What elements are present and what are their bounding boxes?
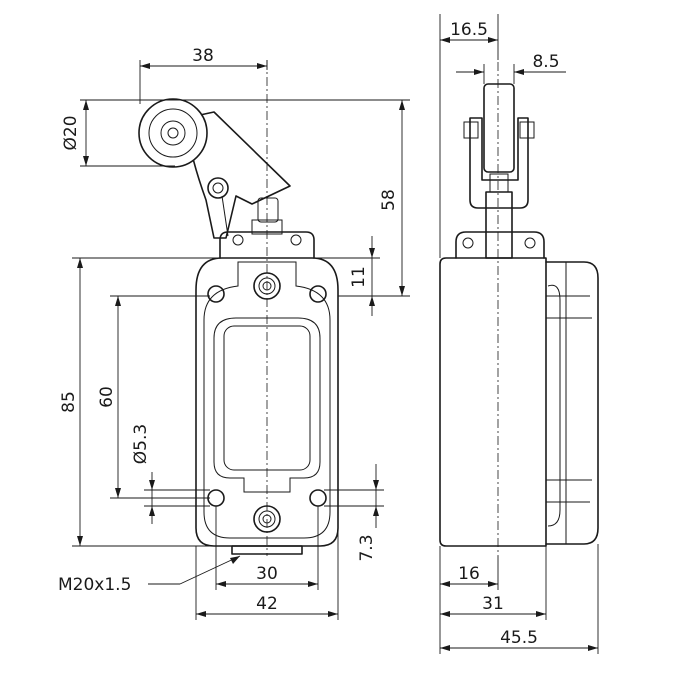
mount-hole-top-left [207,285,225,303]
mount-hole-top-right [309,285,327,303]
dimension-labels: 38 Ø20 58 11 85 60 Ø5.3 7.3 M20x1.5 30 4… [58,20,560,648]
side-roller-edge [483,83,515,173]
side-body-outline [439,257,547,547]
dim-body-height: 85 [59,391,79,413]
side-head-screw-left [462,237,474,249]
dim-roller-diameter: Ø20 [61,115,81,150]
fork-cap-left [463,121,479,139]
side-roller-fork [469,117,529,209]
dimension-lines [72,14,599,654]
side-cover-ribs [546,295,592,503]
mount-hole-bottom-left [207,489,225,507]
lever-arm-edge [221,195,229,237]
head-screw-left [232,234,244,246]
dim-lever-height: 58 [379,189,399,211]
side-view [439,62,599,556]
dim-hole-pitch-width: 30 [256,564,278,584]
dim-mount-offset: 11 [349,266,369,288]
dim-hole-spacing: 60 [97,386,117,408]
front-inner-panel [213,317,321,493]
side-cover [545,261,599,545]
mount-hole-bottom-right [309,489,327,507]
head-shaft [257,197,279,223]
side-head-screw-right [524,237,536,249]
side-cover-inner [547,284,561,527]
front-view [138,60,339,556]
dim-conduit-thread: M20x1.5 [58,575,131,595]
lever-pivot-inner [212,182,224,194]
dim-bottom-offset: 7.3 [357,534,377,561]
dim-side-shaft-width: 8.5 [532,52,559,72]
side-shaft [485,191,513,259]
dim-side-total-depth: 45.5 [500,628,538,648]
roller-wheel [138,98,208,168]
dim-hole-diameter: Ø5.3 [131,424,151,464]
dim-roller-offset: 38 [192,46,214,66]
front-body-outline [195,257,339,547]
dim-side-body-depth: 31 [482,594,504,614]
dim-side-conduit-offset: 16 [458,564,480,584]
dim-body-width: 42 [256,594,278,614]
dim-side-top-width: 16.5 [450,20,488,40]
side-pivot-block [489,173,509,193]
front-inner-rect [223,325,311,471]
side-head-block [455,231,545,259]
head-screw-right [290,234,302,246]
lever-pivot-outer [207,177,229,199]
fork-cap-right [519,121,535,139]
